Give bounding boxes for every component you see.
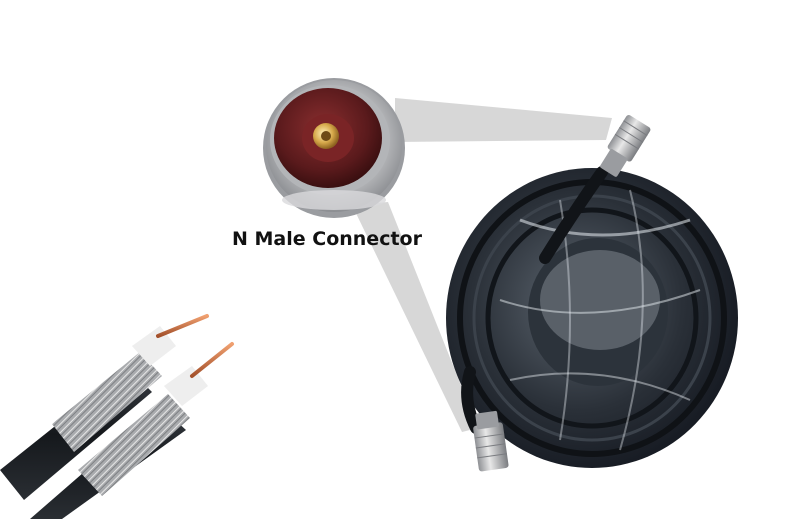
top-n-connector <box>600 115 651 177</box>
bottom-n-connector <box>473 410 509 472</box>
connector-closeup <box>263 78 405 218</box>
callout-shade <box>352 98 612 432</box>
coiled-cable <box>446 166 738 468</box>
connector-label: N Male Connector <box>232 228 422 250</box>
coax-cross-section <box>0 314 234 519</box>
